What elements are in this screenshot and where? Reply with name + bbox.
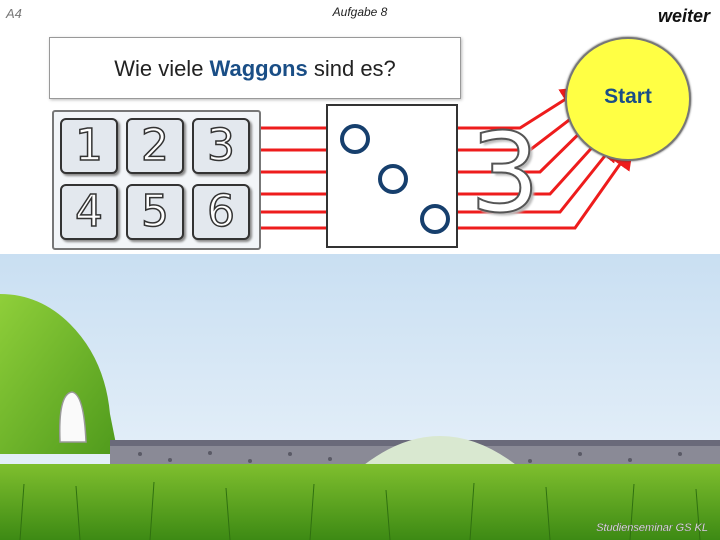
answer-button-4[interactable]: 4 [60,184,118,240]
answer-button-3[interactable]: 3 [192,118,250,174]
footer-credit: Studienseminar GS KL [596,522,708,534]
answer-grid: 1 2 3 4 5 6 [52,110,261,250]
question-text: Wie viele Waggons sind es? [50,56,460,82]
grass [0,464,720,540]
answer-button-6[interactable]: 6 [192,184,250,240]
dice-card [326,104,458,248]
dice-pip [378,164,408,194]
dice-pip [420,204,450,234]
start-button[interactable]: Start [565,37,691,161]
task-title: Aufgabe 8 [332,5,388,19]
result-number: 3 [469,109,541,237]
bridge-arch [360,436,520,468]
question-highlight: Waggons [209,56,308,81]
question-suffix: sind es? [307,56,396,81]
tunnel-entrance [59,391,87,443]
hill [0,294,118,454]
dice-pip [340,124,370,154]
question-box: Wie viele Waggons sind es? [49,37,461,99]
slide-label: A4 [6,6,22,21]
answer-button-1[interactable]: 1 [60,118,118,174]
next-button[interactable]: weiter [657,6,710,26]
answer-button-2[interactable]: 2 [126,118,184,174]
landscape-scene [0,254,720,540]
answer-button-5[interactable]: 5 [126,184,184,240]
start-label: Start [604,85,652,108]
question-prefix: Wie viele [114,56,210,81]
